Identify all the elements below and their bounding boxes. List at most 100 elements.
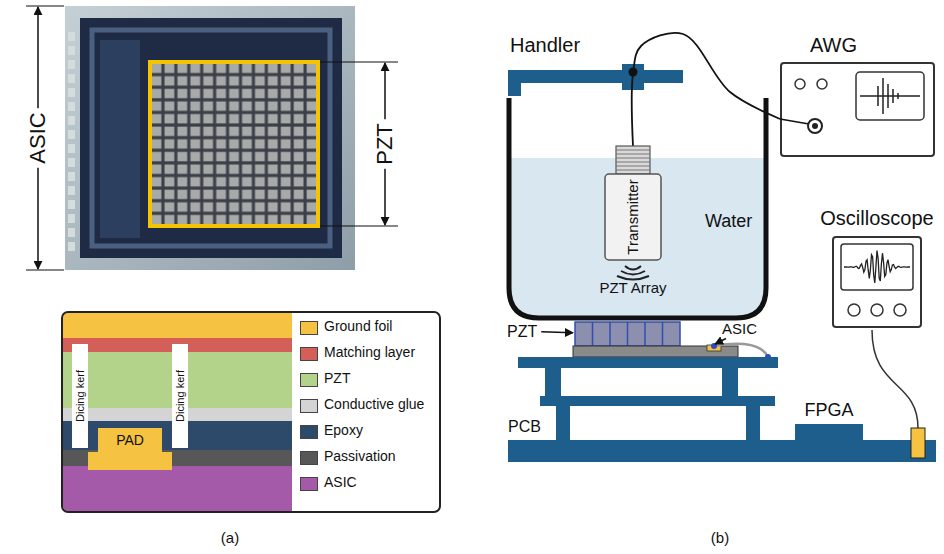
pcb-stack — [508, 357, 936, 462]
layer-band — [63, 466, 292, 511]
thread-line — [616, 150, 650, 151]
pad-shape — [88, 428, 172, 470]
part-label: PZT Array — [599, 280, 666, 297]
handler-bar — [508, 70, 683, 83]
legend-swatch — [300, 321, 318, 335]
cable-end — [780, 119, 809, 124]
output-jack — [808, 119, 822, 133]
probe-connector — [911, 428, 925, 458]
thread-line — [616, 158, 650, 159]
cell-line — [662, 322, 664, 346]
die-core — [80, 18, 342, 258]
dimension-tick — [320, 61, 398, 62]
legend-swatch — [300, 399, 318, 413]
knob — [894, 304, 906, 316]
dimension-label: ASIC — [26, 112, 50, 163]
dimension-ticks — [26, 6, 398, 270]
fpga-chip: FPGA — [795, 424, 863, 440]
probe-cable — [872, 330, 918, 428]
die-circuit — [100, 40, 140, 238]
bondpad-column — [67, 30, 77, 254]
section-layers — [63, 313, 292, 511]
pcb-board — [518, 357, 778, 368]
pcb-post — [545, 368, 561, 396]
sound-wave — [625, 266, 641, 270]
legend-label: Ground foil — [324, 319, 392, 334]
part-label: PZT — [507, 323, 537, 341]
probe-thread — [616, 146, 650, 174]
node-label: AWG — [810, 34, 857, 56]
leader-arrow — [384, 169, 386, 225]
instrument-case — [833, 237, 921, 327]
legend-swatch — [300, 373, 318, 387]
leader-arrow — [384, 63, 386, 119]
node-label: Transmitter — [625, 179, 642, 254]
leader-lines — [38, 7, 726, 344]
array-cell-lines — [593, 322, 663, 346]
thread-line — [616, 166, 650, 167]
tank-wall — [509, 98, 766, 318]
cell-line — [609, 322, 611, 346]
pcb-post — [722, 368, 738, 396]
waveform — [860, 78, 920, 114]
legend-label: Matching layer — [324, 345, 415, 360]
sound-wave — [621, 271, 645, 275]
cell-line — [592, 322, 594, 346]
bond-wire — [714, 344, 768, 357]
node-label: Oscilloscope — [820, 207, 933, 229]
waveform — [844, 251, 910, 283]
knob — [795, 79, 805, 89]
display — [856, 72, 924, 120]
dimension-tick — [26, 269, 64, 270]
pzt-array-outline — [150, 62, 318, 226]
node-label: Dicing kerf — [174, 370, 186, 422]
leader-arrow — [37, 168, 39, 269]
chip-photo — [65, 6, 355, 270]
part-label: PCB — [508, 418, 541, 436]
leader-arrow — [37, 7, 39, 108]
section-panel — [62, 312, 440, 512]
pcb-post — [556, 406, 570, 440]
dicing-kerf: Dicing kerf — [172, 344, 188, 448]
node-label: FPGA — [804, 401, 853, 421]
node-label: Water — [705, 212, 752, 232]
oscilloscope: Oscilloscope — [832, 236, 922, 328]
thread-line — [616, 154, 650, 155]
screen — [841, 244, 913, 290]
part-label: ASIC — [722, 321, 757, 338]
legend-swatch — [300, 477, 318, 491]
dimension-tick — [26, 5, 64, 6]
bond-pad: PAD — [88, 428, 172, 470]
legend-label: PZT — [324, 371, 350, 386]
legend-label: Conductive glue — [324, 397, 424, 412]
leader-arrow — [715, 339, 726, 345]
legend-label: Epoxy — [324, 423, 363, 438]
subfigure-caption: (b) — [711, 530, 729, 547]
thread-line — [616, 162, 650, 163]
legend-label: ASIC — [324, 475, 357, 490]
dimension-tick — [320, 225, 398, 226]
leader-arrow — [541, 332, 573, 333]
pcb-board — [508, 440, 936, 462]
legend-label: Passivation — [324, 449, 396, 464]
die-ring — [92, 30, 330, 246]
pcb-board — [540, 396, 775, 406]
signal-cable — [632, 33, 780, 146]
jack-core — [812, 123, 818, 129]
thread-line — [616, 170, 650, 171]
water-fill — [509, 158, 766, 318]
node-label: Dicing kerf — [74, 370, 86, 422]
node-label: PAD — [116, 433, 144, 448]
subfigure-caption: (a) — [221, 530, 239, 547]
knob — [871, 304, 883, 316]
knob — [817, 79, 827, 89]
part-label: Handler — [510, 34, 580, 56]
cell-line — [627, 322, 629, 346]
dicing-kerf: Dicing kerf — [72, 344, 88, 448]
section-frame — [62, 312, 440, 512]
sensor-stack — [573, 322, 771, 360]
sound-wave — [617, 276, 649, 280]
knob — [848, 304, 860, 316]
